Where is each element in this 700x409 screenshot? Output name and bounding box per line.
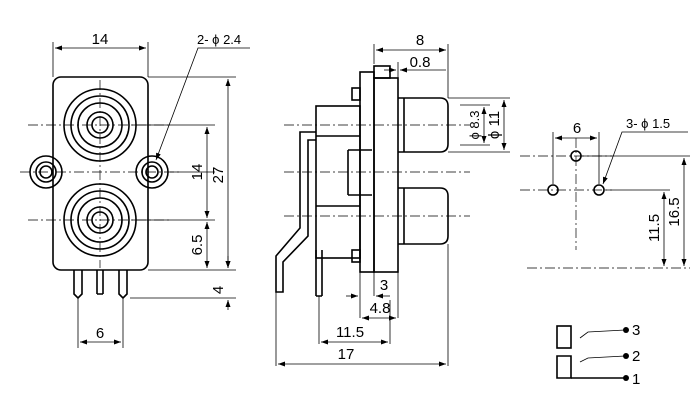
front-body-outline <box>52 76 149 271</box>
schematic-lower-contact <box>556 355 572 379</box>
pcb-dim-165-label: 16.5 <box>666 197 683 226</box>
front-hole-label: 2- ϕ 2.4 <box>197 32 241 47</box>
side-flange-label: 0.8 <box>410 54 431 71</box>
front-pin-spacing-label: 6 <box>96 325 104 342</box>
side-body <box>315 105 361 259</box>
pcb-layout: 6 3- ϕ 1.5 11.5 16.5 <box>520 116 690 269</box>
front-spacing-label: 14 <box>189 164 206 181</box>
front-offset-label: 6.5 <box>189 235 206 256</box>
side-dim-3-label: 3 <box>380 277 388 294</box>
side-view: 8 0.8 ϕ 8.3 ϕ 11 3 4.8 11.5 17 <box>275 32 510 367</box>
front-width-label: 14 <box>92 31 109 48</box>
schematic-upper-contact <box>556 325 572 349</box>
pcb-dim-115-label: 11.5 <box>646 214 663 242</box>
front-pins <box>73 270 128 300</box>
side-dim-17-label: 17 <box>338 346 355 363</box>
side-dim-115-label: 11.5 <box>336 324 364 341</box>
pcb-holes-label: 3- ϕ 1.5 <box>626 116 670 131</box>
side-dim-48-label: 4.8 <box>370 300 391 317</box>
side-top-depth-label: 8 <box>416 32 424 49</box>
front-height-label: 27 <box>210 167 227 184</box>
side-dia-outer-label: ϕ 11 <box>486 111 503 139</box>
side-dia-inner-label: ϕ 8.3 <box>467 111 482 140</box>
schematic-pin-3: 3 <box>632 322 640 339</box>
schematic-pin-1: 1 <box>632 371 640 388</box>
front-view: 14 2- ϕ 2.4 27 14 6.5 4 6 <box>20 31 250 348</box>
schematic: 3 2 1 <box>556 322 640 388</box>
pcb-spacing-label: 6 <box>573 120 581 137</box>
front-pin-length-label: 4 <box>210 286 227 294</box>
schematic-pin-2: 2 <box>632 348 640 365</box>
